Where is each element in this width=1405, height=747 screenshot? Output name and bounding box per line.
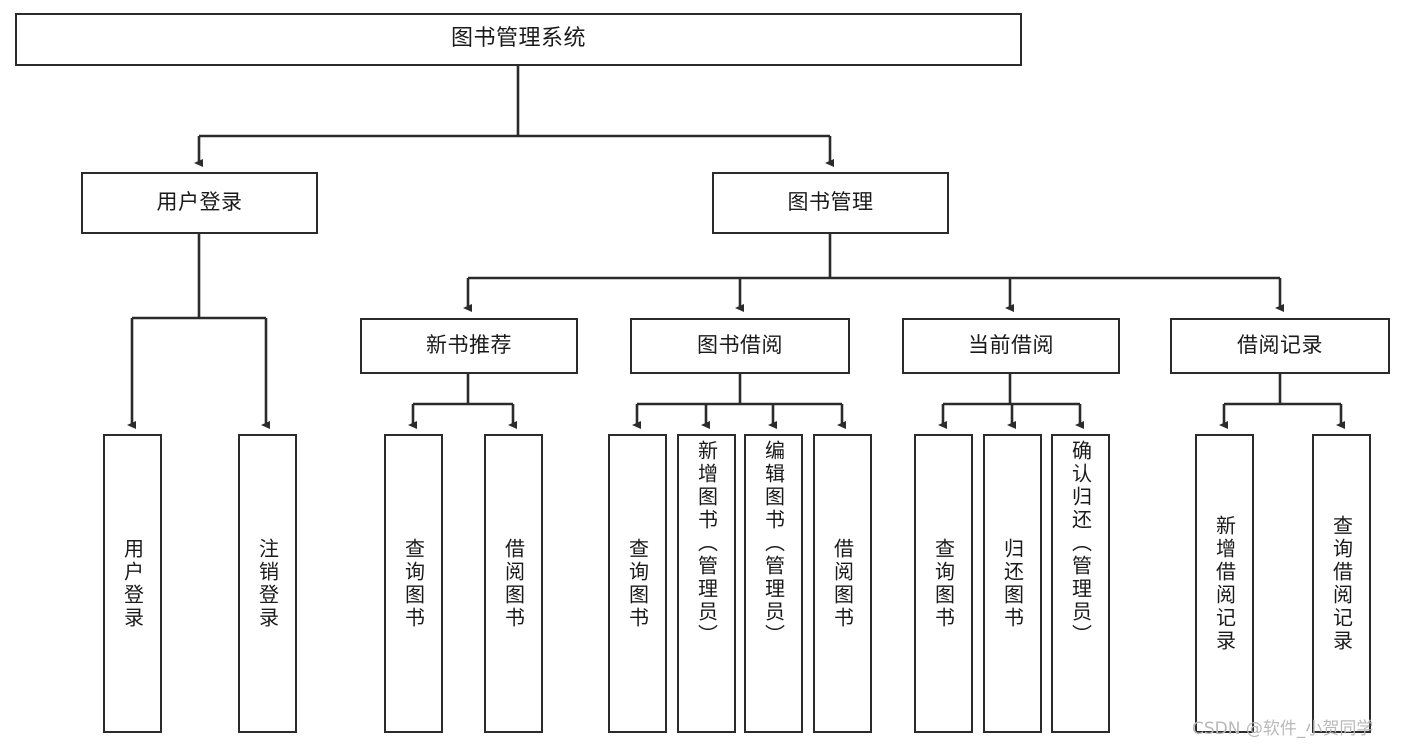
leaf-query-borrow-record[interactable]: 查询借阅记录 — [1312, 434, 1371, 733]
node-label: 归还图书 — [1000, 537, 1025, 630]
node-current-borrow[interactable]: 当前借阅 — [902, 318, 1120, 374]
node-book-borrow[interactable]: 图书借阅 — [630, 318, 850, 374]
leaf-query-book-current[interactable]: 查询图书 — [914, 434, 973, 733]
node-label: 确认归还（管理员） — [1068, 440, 1093, 647]
node-label: 借阅图书 — [501, 537, 526, 630]
node-label: 查询图书 — [401, 537, 426, 630]
leaf-query-book-borrow[interactable]: 查询图书 — [608, 434, 667, 733]
leaf-borrow-book[interactable]: 借阅图书 — [813, 434, 872, 733]
node-label: 新增借阅记录 — [1212, 514, 1237, 653]
leaf-add-book-admin[interactable]: 新增图书（管理员） — [677, 434, 736, 733]
node-label: 借阅图书 — [830, 537, 855, 630]
node-label: 查询借阅记录 — [1329, 514, 1354, 653]
watermark-credit: CSDN @软件_小贺同学 — [1192, 719, 1374, 739]
leaf-logout[interactable]: 注销登录 — [238, 434, 297, 733]
node-label: 注销登录 — [255, 537, 280, 630]
node-book-management[interactable]: 图书管理 — [712, 172, 949, 234]
node-label: 图书借阅 — [697, 333, 783, 358]
leaf-confirm-return-admin[interactable]: 确认归还（管理员） — [1051, 434, 1110, 733]
node-label: 查询图书 — [931, 537, 956, 630]
node-label: 新增图书（管理员） — [694, 440, 719, 647]
leaf-user-login[interactable]: 用户登录 — [103, 434, 162, 733]
node-label: 用户登录 — [156, 190, 243, 215]
node-label: 当前借阅 — [968, 333, 1054, 358]
leaf-edit-book-admin[interactable]: 编辑图书（管理员） — [744, 434, 803, 733]
node-label: 编辑图书（管理员） — [761, 440, 786, 647]
node-label: 查询图书 — [625, 537, 650, 630]
leaf-borrow-book-recommend[interactable]: 借阅图书 — [484, 434, 543, 733]
node-label: 借阅记录 — [1237, 333, 1323, 358]
node-borrow-records[interactable]: 借阅记录 — [1170, 318, 1390, 374]
leaf-add-borrow-record[interactable]: 新增借阅记录 — [1195, 434, 1254, 733]
node-label: 图书管理 — [787, 190, 874, 215]
leaf-query-book-recommend[interactable]: 查询图书 — [384, 434, 443, 733]
leaf-return-book[interactable]: 归还图书 — [983, 434, 1042, 733]
node-new-book-recommend[interactable]: 新书推荐 — [360, 318, 578, 374]
node-label: 用户登录 — [120, 537, 145, 630]
node-root-system[interactable]: 图书管理系统 — [15, 13, 1022, 66]
node-user-login[interactable]: 用户登录 — [81, 172, 318, 234]
node-label: 图书管理系统 — [450, 26, 586, 52]
node-label: 新书推荐 — [426, 333, 512, 358]
